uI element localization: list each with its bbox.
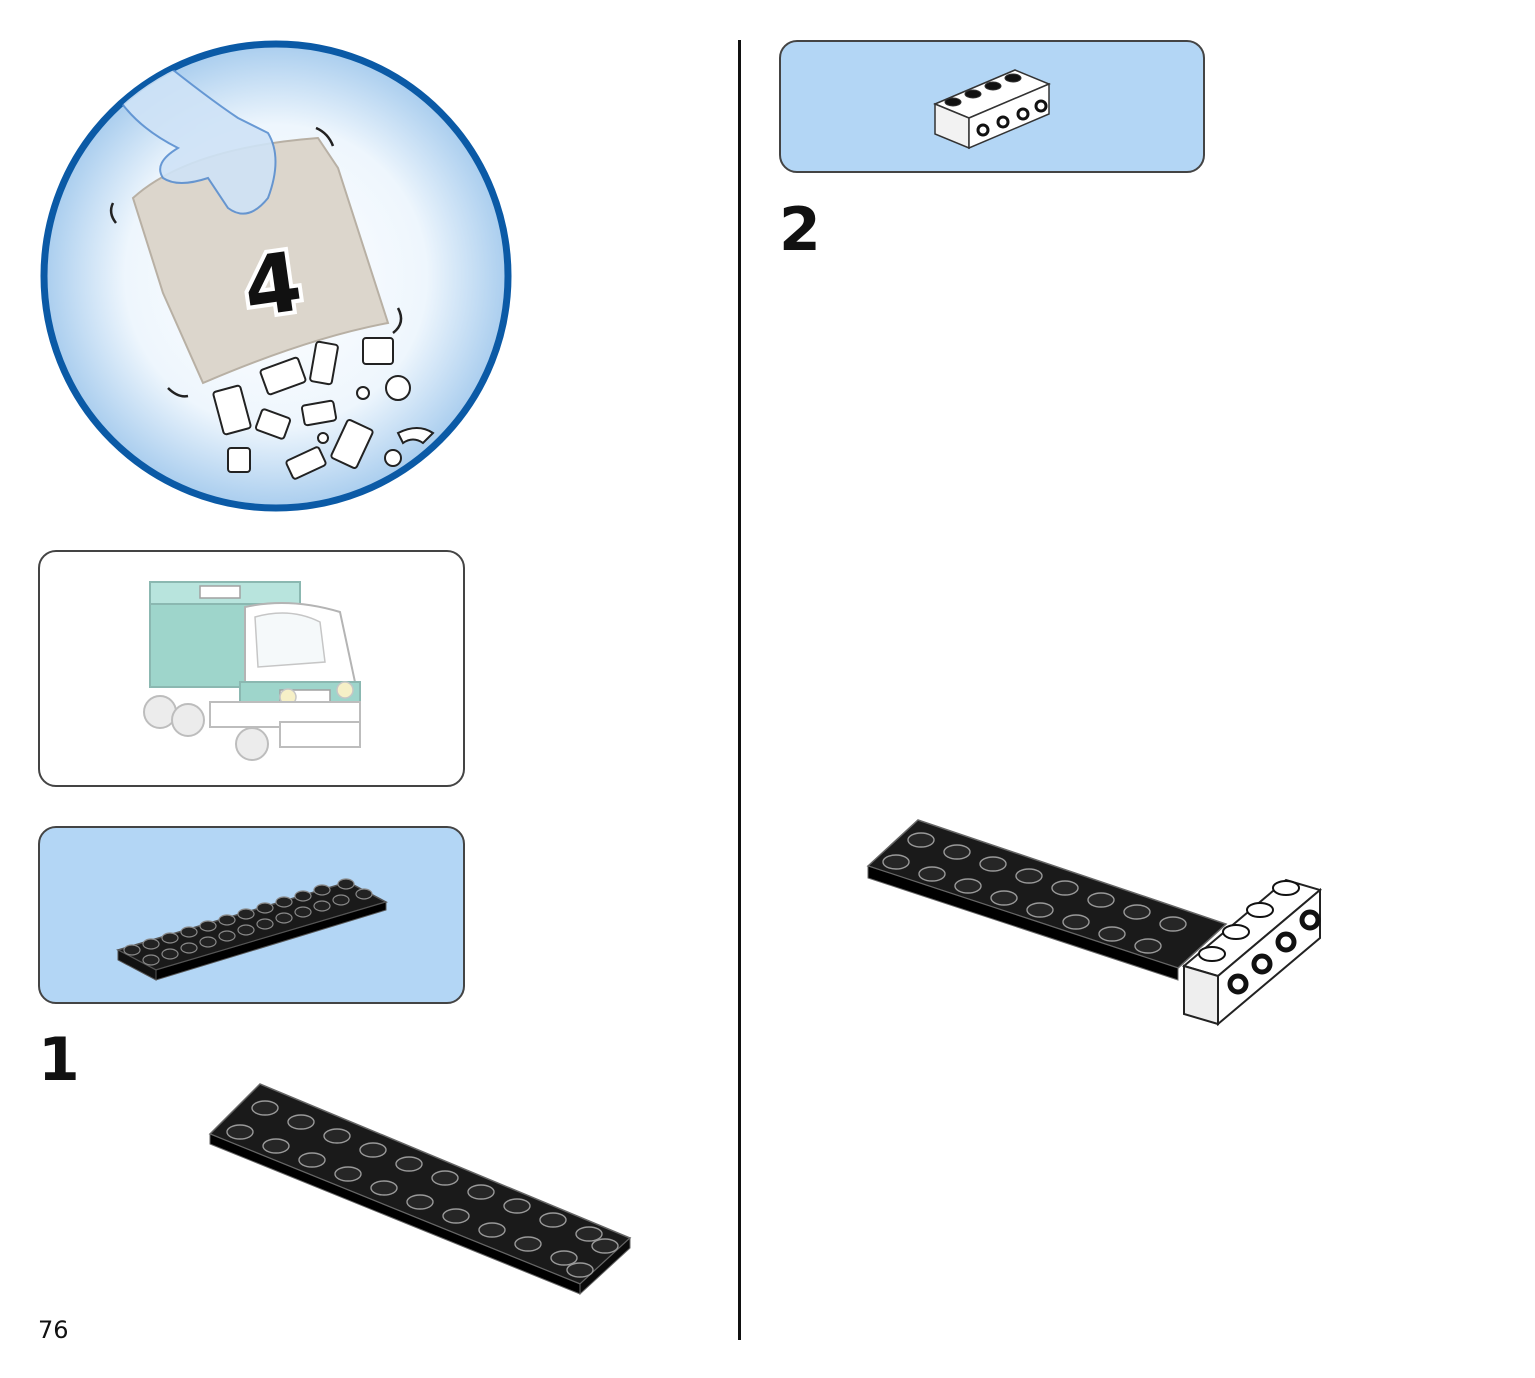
page-number: 76 <box>38 1316 69 1344</box>
step-1-black-plate <box>208 1083 632 1296</box>
white-brick-1x4-studs-side-part <box>933 69 1051 150</box>
black-plate-2x12-part <box>116 878 388 981</box>
column-divider <box>738 40 741 1340</box>
truck-illustration <box>143 581 361 761</box>
step-2-plate-with-brick <box>866 819 1323 1027</box>
step-1-number: 1 <box>38 1025 80 1095</box>
step-2-number: 2 <box>779 195 821 265</box>
step-1-parts-callout <box>38 826 465 1004</box>
open-bag-illustration: 4 <box>40 40 512 512</box>
model-preview-panel <box>38 550 465 787</box>
step-2-parts-callout <box>779 40 1205 173</box>
